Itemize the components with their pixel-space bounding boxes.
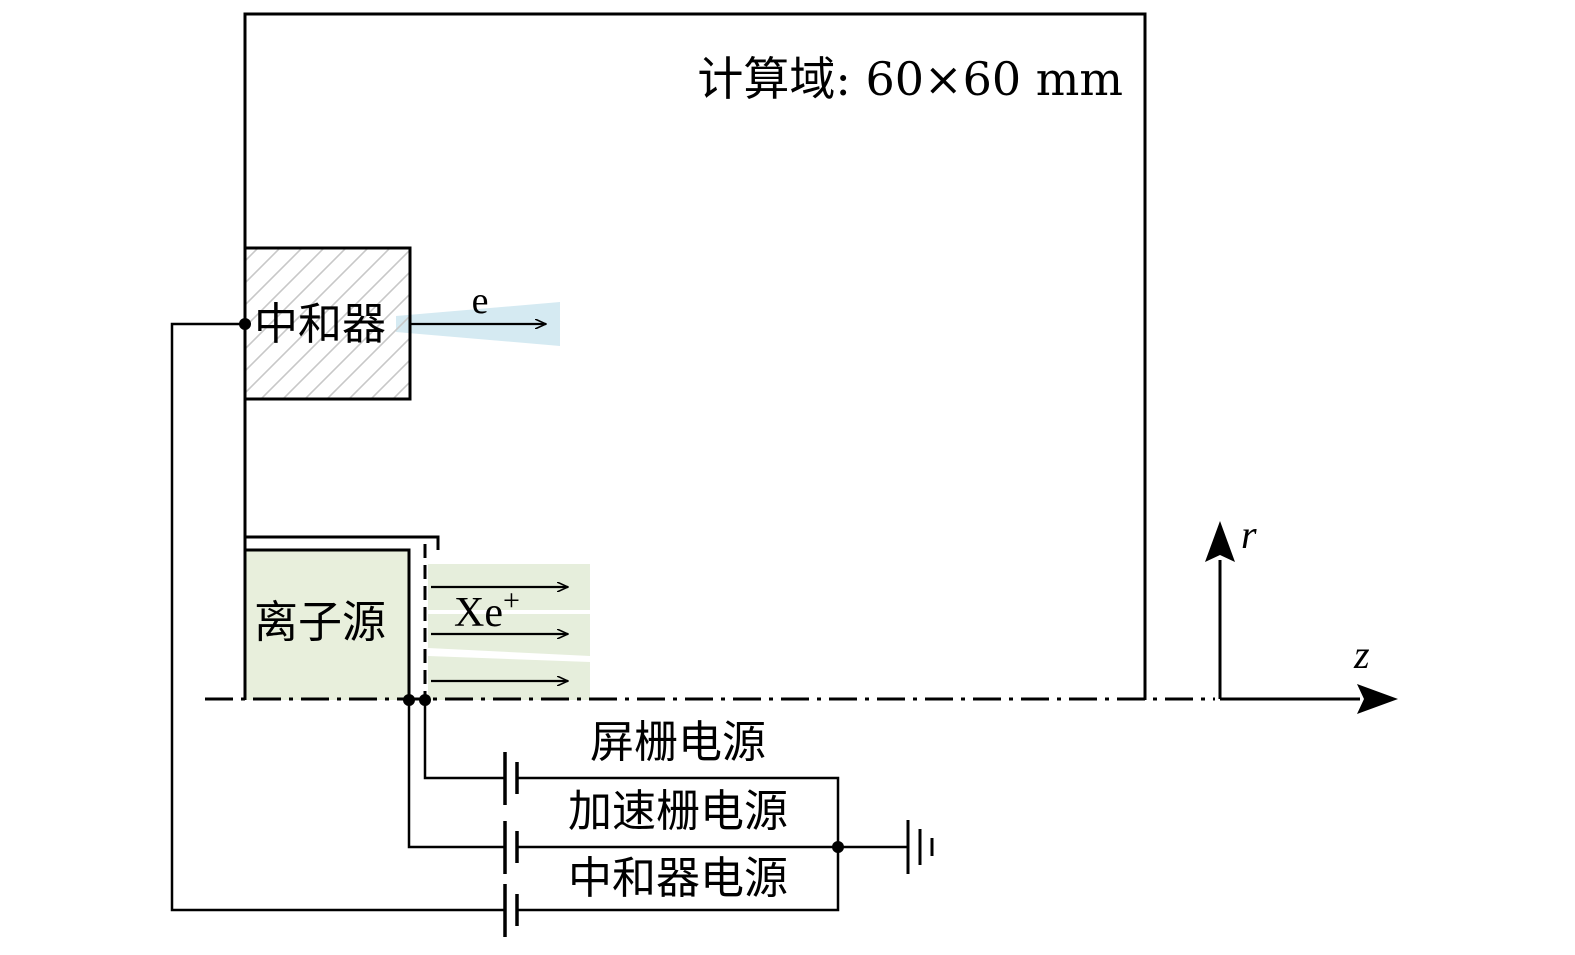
neutralizer-junction [239,318,251,330]
screen-grid-supply-label: 屏栅电源 [590,717,766,768]
r-arrowhead [1205,521,1235,562]
accel-grid-supply-label: 加速栅电源 [568,786,788,837]
z-axis-label: z [1353,632,1370,677]
ground-junction [832,841,844,853]
electron-label: e [472,280,489,322]
z-arrowhead [1357,684,1398,714]
accel-grid-battery-symbol [503,821,519,874]
screen-grid-battery-symbol [503,752,519,805]
ion-beam-3 [428,656,590,700]
neutralizer-body [243,246,412,401]
accel-grid-wire [407,700,505,849]
power-supply-circuit: 屏栅电源 加速栅电源 中和器电源 [170,318,934,937]
ion-source-label: 离子源 [254,597,386,648]
neutralizer-supply-label: 中和器电源 [568,853,788,904]
neutralizer: 中和器 e [243,246,560,401]
coordinate-axes: r z [1205,512,1398,714]
domain-size-label: 计算域: 60×60 mm [697,52,1123,106]
screen-grid-wire [423,700,505,780]
accel-grid-junction [403,694,415,706]
accel-grid [245,535,440,550]
ion-species-label: Xe+ [454,584,520,636]
ground-icon [906,820,934,874]
screen-grid-junction [419,694,431,706]
ion-source-body [246,550,409,700]
r-axis-label: r [1241,512,1257,557]
neutralizer-label: 中和器 [254,299,386,350]
neutralizer-battery-symbol [503,884,519,937]
neutralizer-wire [170,322,505,912]
ion-source: 离子源 Xe+ [243,535,590,700]
